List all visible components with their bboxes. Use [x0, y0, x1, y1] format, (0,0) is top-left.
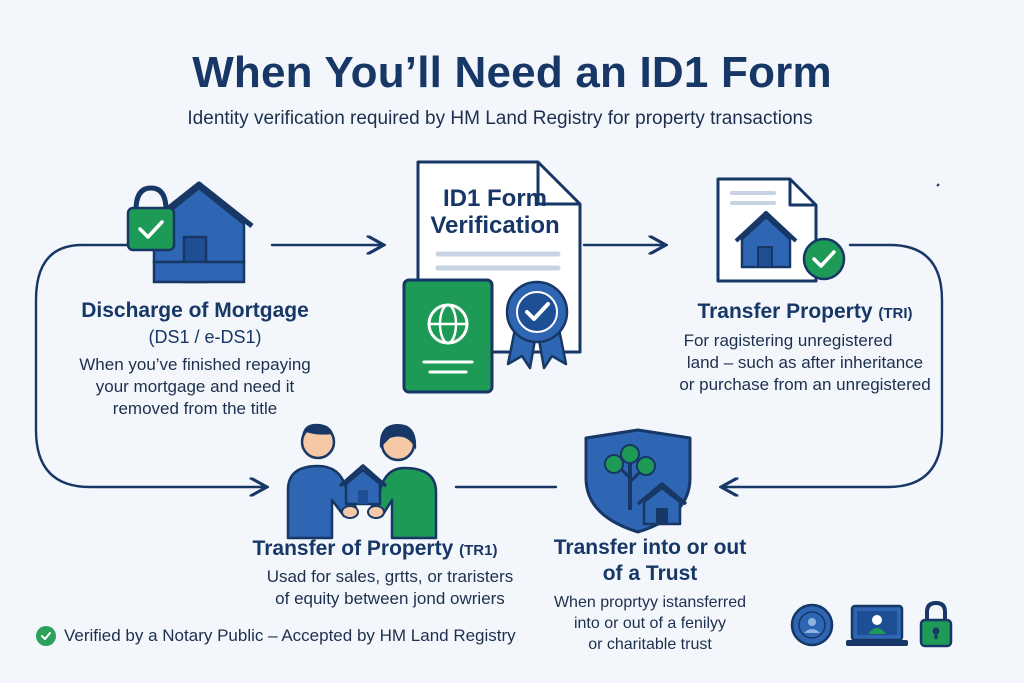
notary-seal-icon: [790, 603, 834, 647]
trust-heading-line2: of a Trust: [602, 562, 698, 585]
transfer-right-title: Transfer Property: [697, 300, 873, 323]
trust-line-2: into or out of a fenilyy: [573, 615, 727, 632]
trust-line-1: When proprtyy istansferred: [553, 594, 747, 611]
transfer-bottom-heading: Transfer of Property (TR1): [230, 537, 520, 561]
discharge-line-2: your mortgage and need it: [95, 377, 295, 396]
discharge-line-3: removed from the title: [112, 399, 278, 418]
transfer-right-line-2: land – such as after inheritance: [686, 353, 924, 372]
id1-heading-line2: Verification: [430, 212, 560, 239]
discharge-line-1: When you’ve finished repaying: [79, 355, 311, 374]
verified-seal-icon: [505, 280, 569, 370]
video-call-laptop-icon: [846, 604, 908, 646]
passport-icon: [402, 278, 494, 394]
loop-left-arrow: [34, 243, 265, 487]
transfer-right-heading: Transfer Property (TRI): [650, 300, 960, 324]
trust-heading-line1: Transfer into or out: [553, 536, 747, 559]
trust-line-3: or charitable trust: [588, 636, 712, 653]
padlock-icon: [919, 600, 953, 648]
transfer-bottom-title: Transfer of Property: [252, 537, 454, 560]
transfer-bottom-line-2: of equity between jond owriers: [275, 589, 505, 608]
transfer-bottom-code: (TR1): [459, 542, 498, 559]
page-subtitle: Identity verification required by HM Lan…: [187, 108, 813, 129]
footer-text: Verified by a Notary Public – Accepted b…: [64, 626, 516, 645]
transfer-right-code: (TRI): [878, 305, 913, 322]
lock-house-icon: [126, 181, 254, 284]
transfer-right-line-3: or purchase from an unregistered: [679, 375, 931, 394]
people-handover-icon: [286, 423, 438, 540]
loop-right-arrow: [723, 243, 944, 487]
transfer-bottom-description: Usad for sales, grtts, or traristers of …: [240, 566, 540, 610]
transfer-bottom-line-1: Usad for sales, grtts, or traristers: [266, 567, 514, 586]
discharge-code: (DS1 / e-DS1): [148, 327, 262, 347]
transfer-right-description: For ragistering unregistered land – such…: [650, 330, 960, 396]
discharge-description: When you’ve finished repaying your mortg…: [50, 354, 340, 420]
transfer-right-line-1: For ragistering unregistered: [683, 331, 893, 350]
footer-note: Verified by a Notary Public – Accepted b…: [36, 626, 516, 646]
id1-heading-line1: ID1 Form: [442, 185, 547, 212]
check-circle-icon: [36, 626, 56, 646]
discharge-heading: Discharge of Mortgage: [81, 299, 309, 322]
property-document-icon: [716, 177, 846, 283]
page-title: When You’ll Need an ID1 Form: [192, 48, 832, 97]
trust-shield-icon: [584, 428, 692, 534]
trust-description: When proprtyy istansferred into or out o…: [510, 592, 790, 655]
